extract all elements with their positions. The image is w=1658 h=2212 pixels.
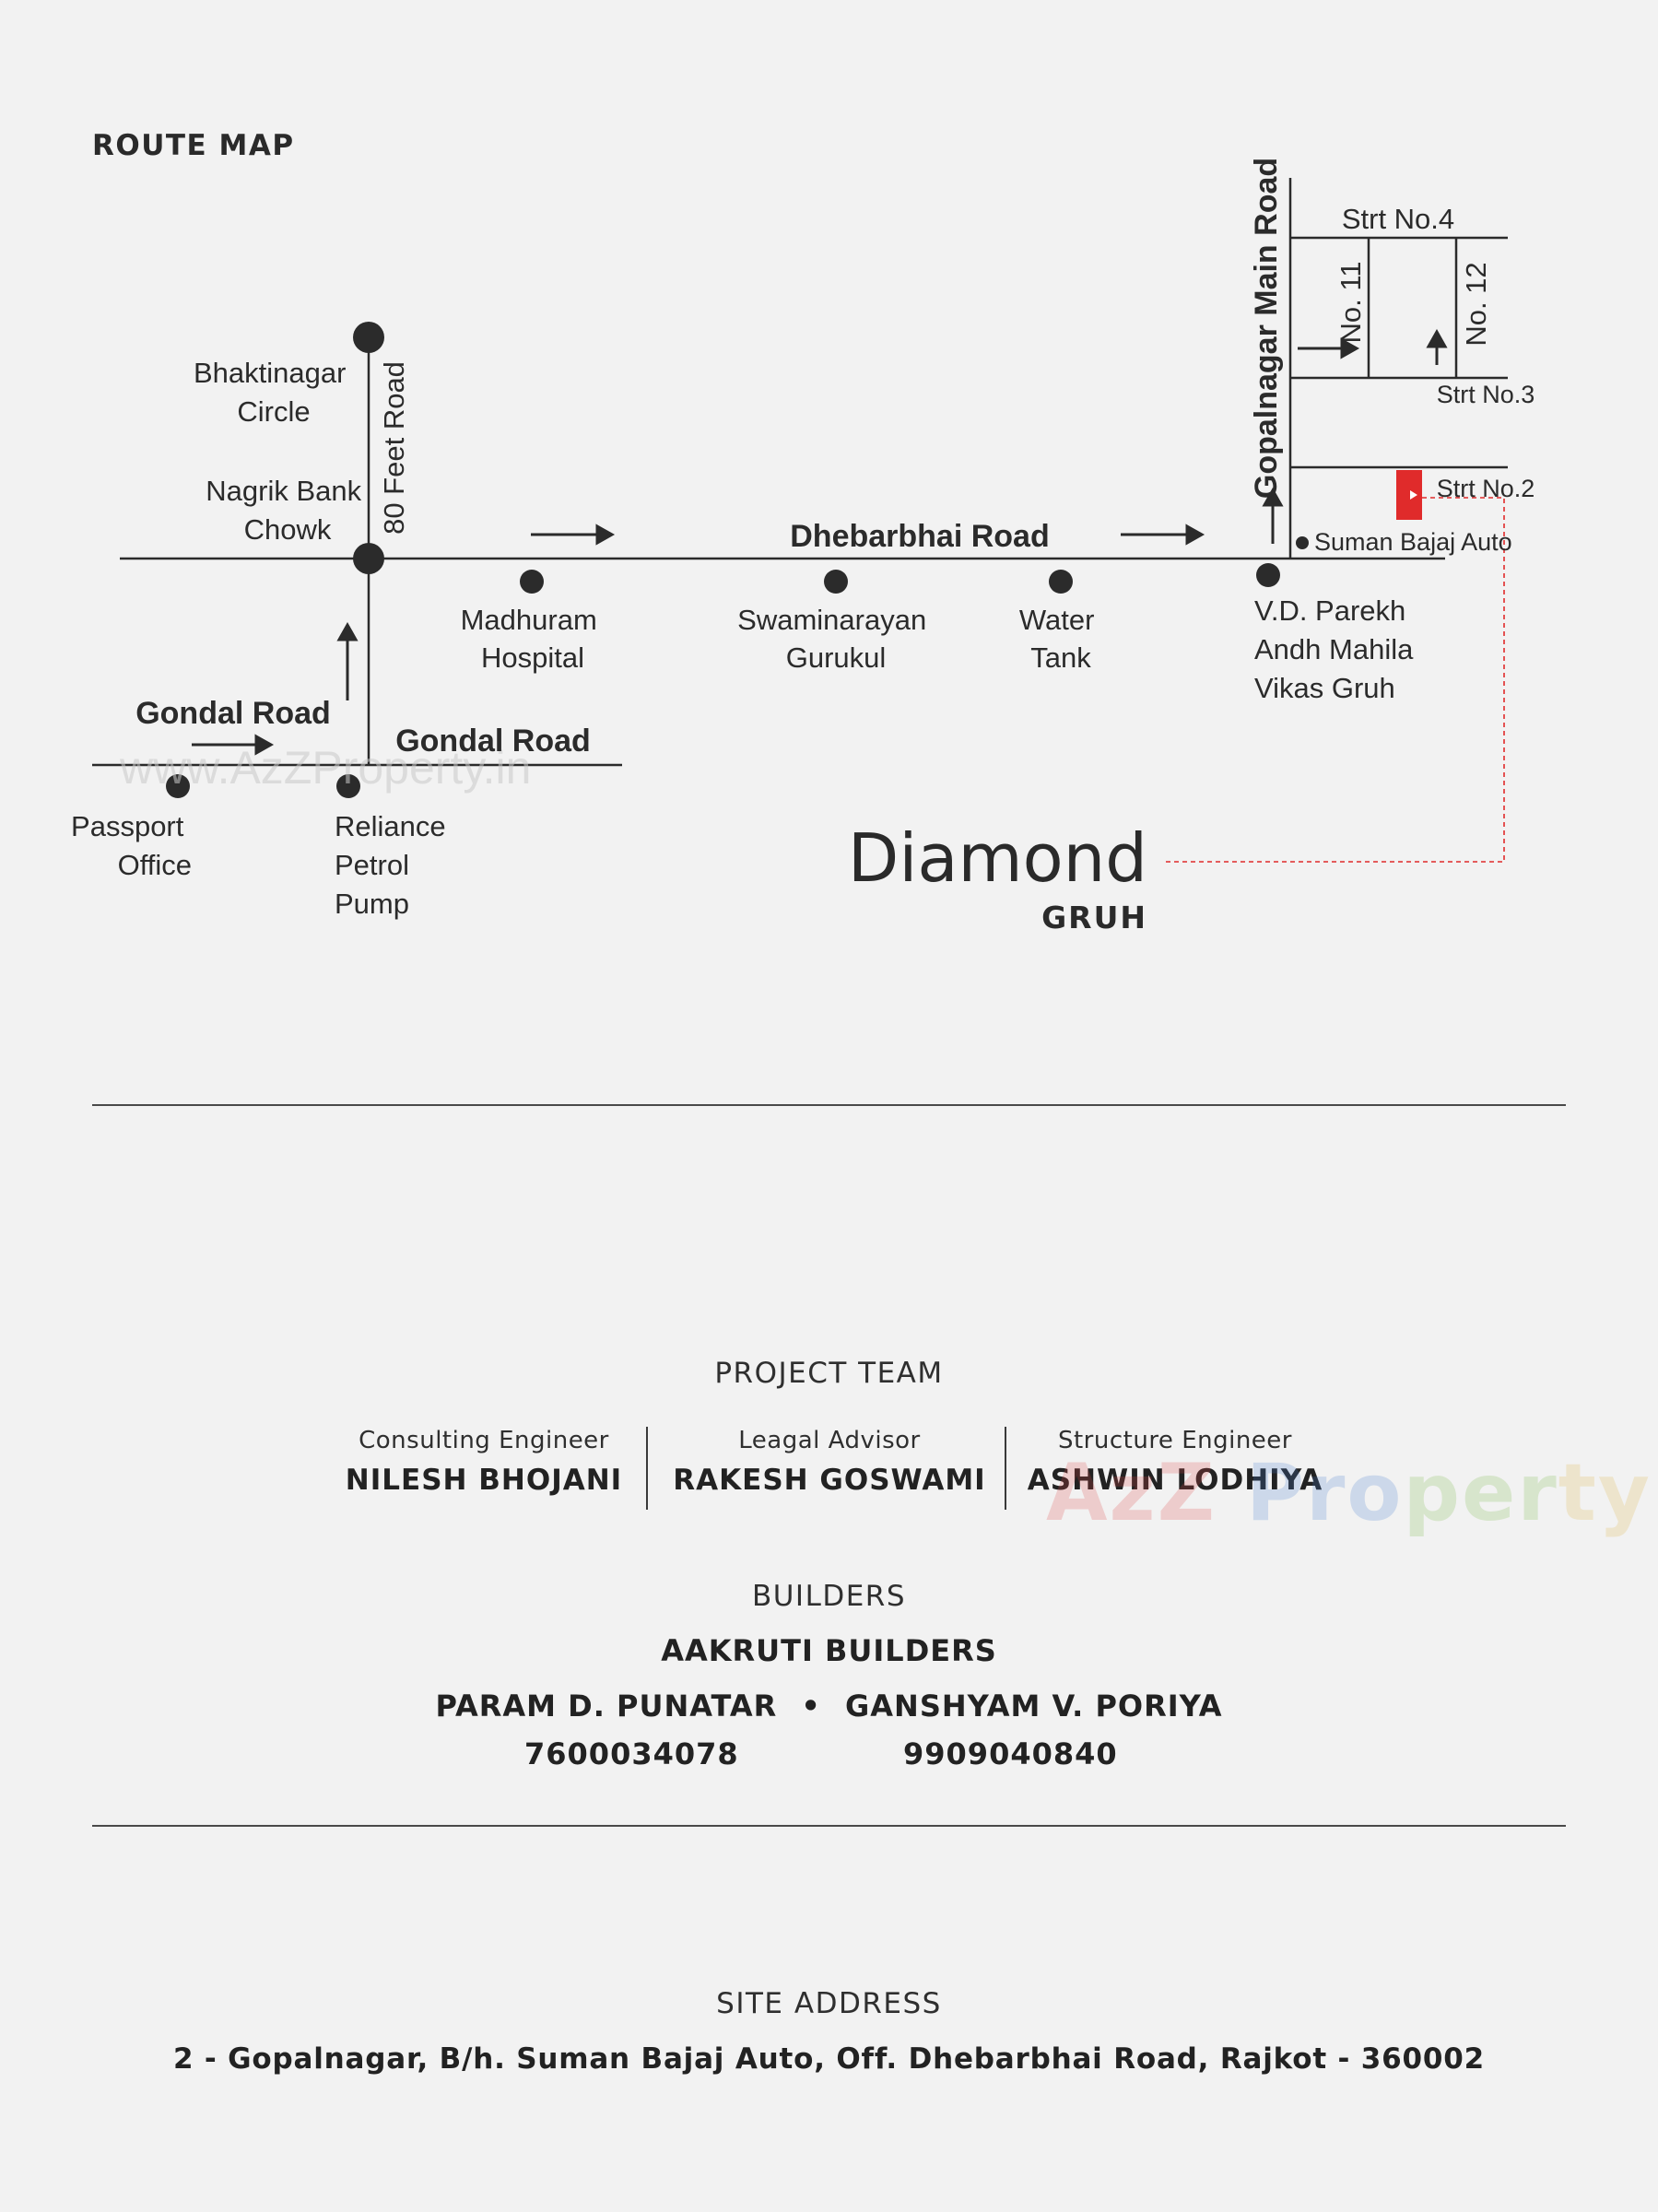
team-separator <box>1005 1427 1006 1510</box>
swaminarayan-dot <box>824 570 848 594</box>
bullet-separator: • <box>801 1688 821 1724</box>
team-role: Leagal Advisor <box>738 1427 921 1454</box>
reliance-dot <box>336 774 360 798</box>
gondal-road-right-label: Gondal Road <box>395 724 591 759</box>
route-map-heading: ROUTE MAP <box>92 129 295 162</box>
site-address-heading: SITE ADDRESS <box>716 1987 942 2020</box>
bhaktinagar-dot <box>353 322 384 353</box>
madhuram-label: Madhuram Hospital <box>461 604 606 674</box>
phone-number: 7600034078 <box>524 1736 739 1771</box>
arrow-up-icon <box>1262 487 1284 507</box>
dhebarbhai-road-label: Dhebarbhai Road <box>790 519 1049 554</box>
team-separator <box>646 1427 648 1510</box>
divider-bottom <box>92 1825 1566 1827</box>
team-name: NILESH BHOJANI <box>345 1464 623 1497</box>
nagrik-dot <box>353 543 384 574</box>
suman-label: Suman Bajaj Auto <box>1314 528 1512 556</box>
project-subname: GRUH <box>1041 900 1147 935</box>
route-map: www.AzZProperty.in Dhebarbhai Road Gonda… <box>71 158 1535 935</box>
strt3-label: Strt No.3 <box>1437 381 1535 408</box>
team-name: ASHWIN LODHIYA <box>1027 1464 1323 1497</box>
reliance-label: Reliance Petrol Pump <box>335 810 453 920</box>
passport-label: Passport Office <box>71 810 192 881</box>
partner-name: PARAM D. PUNATAR <box>435 1688 778 1724</box>
feet80-road-label: 80 Feet Road <box>378 361 410 535</box>
watermark-text: www.AzZProperty.in <box>119 742 531 794</box>
builders-heading: BUILDERS <box>751 1580 907 1613</box>
arrow-right-icon <box>1340 337 1360 359</box>
vdparekh-dot <box>1256 563 1280 587</box>
bhaktinagar-label: Bhaktinagar Circle <box>194 357 354 428</box>
team-name: RAKESH GOSWAMI <box>673 1464 986 1497</box>
strt2-label: Strt No.2 <box>1437 475 1535 502</box>
site-marker-icon <box>1396 470 1422 520</box>
team-member-consulting: Consulting Engineer NILESH BHOJANI <box>313 1427 654 1497</box>
watermark-logo: AzZ Property <box>1046 1447 1652 1539</box>
vdparekh-label: V.D. Parekh Andh Mahila Vikas Gruh <box>1254 594 1421 704</box>
strt4-label: Strt No.4 <box>1342 203 1454 235</box>
divider-top <box>92 1104 1566 1106</box>
nagrik-label: Nagrik Bank Chowk <box>206 475 369 546</box>
builders-partners: PARAM D. PUNATAR • GANSHYAM V. PORIYA <box>0 1688 1658 1724</box>
project-name: Diamond <box>848 819 1147 897</box>
no11-label: No. 11 <box>1335 261 1367 343</box>
arrow-right-icon <box>595 524 616 546</box>
project-team-heading: PROJECT TEAM <box>714 1357 944 1390</box>
arrow-up-icon <box>1426 328 1448 348</box>
team-member-structure: Structure Engineer ASHWIN LODHIYA <box>1009 1427 1341 1497</box>
arrow-right-icon <box>254 734 275 756</box>
site-leader-line <box>1163 497 1505 863</box>
builders-company: AAKRUTI BUILDERS <box>661 1633 997 1668</box>
partner-name: GANSHYAM V. PORIYA <box>845 1688 1223 1724</box>
passport-dot <box>166 774 190 798</box>
madhuram-dot <box>520 570 544 594</box>
arrow-right-icon <box>1185 524 1205 546</box>
swaminarayan-label: Swaminarayan Gurukul <box>737 604 935 674</box>
team-role: Structure Engineer <box>1057 1427 1292 1454</box>
water-dot <box>1049 570 1073 594</box>
gopalnagar-road-label: Gopalnagar Main Road <box>1249 158 1284 499</box>
suman-dot <box>1296 536 1309 549</box>
team-role: Consulting Engineer <box>359 1427 609 1454</box>
gondal-road-left-label: Gondal Road <box>135 696 331 731</box>
site-address: 2 - Gopalnagar, B/h. Suman Bajaj Auto, O… <box>172 2042 1486 2076</box>
phone-number: 9909040840 <box>903 1736 1118 1771</box>
arrow-up-icon <box>336 621 359 641</box>
team-member-legal: Leagal Advisor RAKESH GOSWAMI <box>654 1427 1005 1497</box>
water-label: Water Tank <box>1019 604 1102 674</box>
no12-label: No. 12 <box>1460 262 1492 346</box>
